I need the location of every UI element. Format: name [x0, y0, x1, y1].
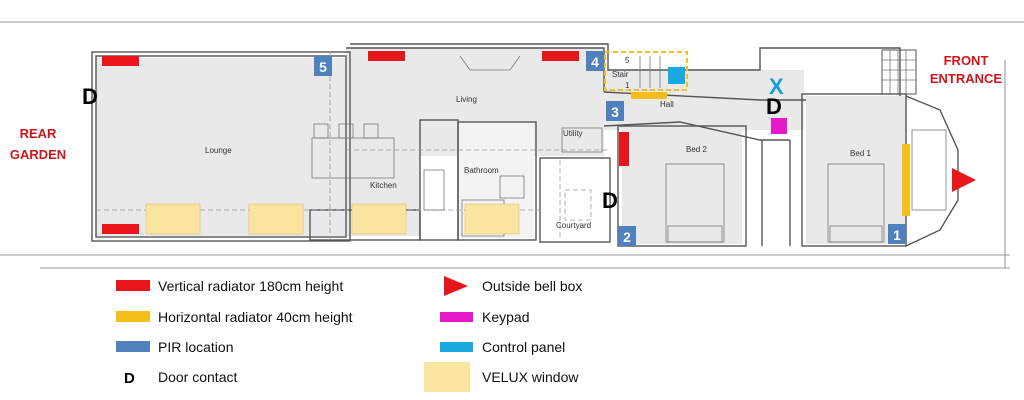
legend-vertical-radiator-label: Vertical radiator 180cm height [158, 278, 343, 294]
room-label-bed2: Bed 2 [686, 145, 707, 154]
velux-window [351, 203, 407, 235]
stair-step-5: 5 [625, 56, 630, 65]
velux-windows [145, 203, 520, 235]
pir-number: 5 [319, 59, 327, 75]
vertical-radiator [542, 51, 579, 61]
legend-horizontal-radiator-label: Horizontal radiator 40cm height [158, 309, 353, 325]
horizontal-radiator [902, 144, 910, 216]
room-label-hall: Hall [660, 100, 674, 109]
legend-velux-label: VELUX window [482, 369, 579, 385]
rear-garden-label-line2: GARDEN [10, 147, 66, 162]
room-label-lounge: Lounge [205, 146, 232, 155]
front-entrance-label-line1: FRONT [944, 53, 989, 68]
vertical-radiator [619, 132, 629, 166]
rear-garden-label-line1: REAR [20, 126, 57, 141]
vertical-radiator [368, 51, 405, 61]
room-label-bathroom: Bathroom [464, 166, 499, 175]
vertical-radiator [102, 224, 139, 234]
walls [91, 43, 959, 247]
legend-bell-box-icon [444, 276, 468, 296]
legend-door-contact-label: Door contact [158, 369, 237, 385]
legend-vertical-radiator-swatch [116, 280, 150, 291]
lounge-floor [96, 58, 346, 236]
room-label-living: Living [456, 95, 477, 104]
front-entrance-label-line2: ENTRANCE [930, 71, 1003, 86]
door-contact-courtyard: D [602, 188, 618, 213]
legend-control-panel-label: Control panel [482, 339, 565, 355]
keypad-x-label: X [769, 74, 784, 99]
pir-number: 4 [591, 54, 599, 70]
room-label-bed1: Bed 1 [850, 149, 871, 158]
keypad-marker [771, 118, 787, 134]
pir-number: 3 [611, 104, 619, 120]
velux-window [464, 203, 520, 235]
stair [604, 51, 688, 91]
bed1-floor [806, 96, 906, 244]
vertical-radiators [102, 51, 629, 234]
velux-window [145, 203, 201, 235]
legend-pir-label: PIR location [158, 339, 233, 355]
front-entrance-grid [881, 49, 917, 95]
control-panel-marker [668, 67, 685, 84]
pir-square [314, 56, 332, 76]
door-contact-front: D [766, 94, 782, 119]
horizontal-radiators [631, 92, 910, 216]
door-contacts: D D D [82, 84, 782, 213]
furniture [311, 55, 947, 243]
pir-square [618, 226, 636, 246]
legend-control-panel-swatch [440, 342, 473, 352]
velux-window [248, 203, 304, 235]
horizontal-radiator [631, 92, 667, 99]
bed2-floor [622, 128, 742, 244]
outside-bell-box [952, 168, 976, 192]
room-label-stair: Stair [612, 70, 629, 79]
courtyard-floor [540, 158, 610, 240]
room-label-courtyard: Courtyard [556, 221, 591, 230]
vertical-radiator [102, 56, 139, 66]
room-labels: Lounge Living Kitchen Bathroom Utility C… [205, 56, 871, 230]
pir-locations: 1 2 3 4 5 [314, 51, 906, 246]
pir-number: 2 [623, 229, 631, 245]
pir-number: 1 [893, 227, 901, 243]
pir-square [606, 101, 624, 121]
legend-velux-swatch [424, 362, 470, 392]
legend-keypad-swatch [440, 312, 473, 322]
legend-bell-box-label: Outside bell box [482, 278, 582, 294]
stair-step-1: 1 [625, 81, 630, 90]
legend-keypad-label: Keypad [482, 309, 529, 325]
location-labels: REAR GARDEN FRONT ENTRANCE [10, 53, 1003, 162]
site-lines [0, 21, 1024, 269]
legend-horizontal-radiator-swatch [116, 311, 150, 322]
room-label-utility: Utility [563, 129, 583, 138]
pir-square [888, 224, 906, 244]
legend-pir-swatch [116, 341, 150, 352]
legend-door-contact-symbol: D [124, 370, 135, 387]
pir-square [586, 51, 604, 71]
room-label-kitchen: Kitchen [370, 181, 397, 190]
legend: Vertical radiator 180cm height Horizonta… [116, 276, 582, 392]
door-contact-rear: D [82, 84, 98, 109]
